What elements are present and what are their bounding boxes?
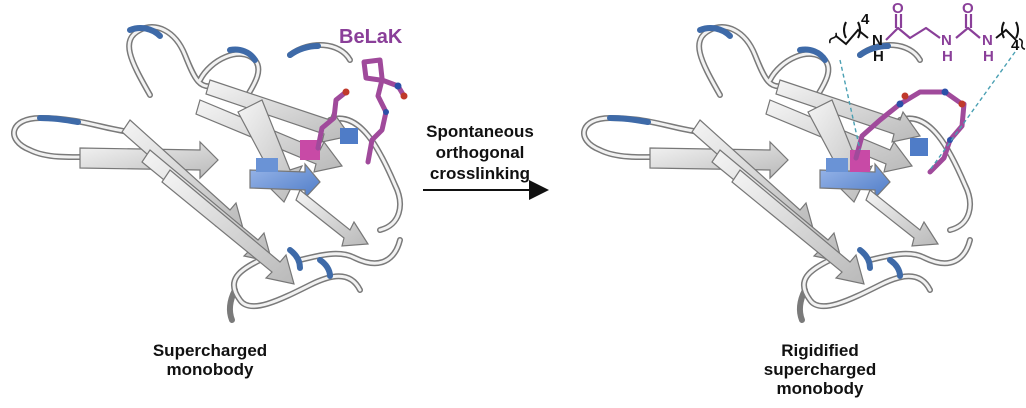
wavy-bond-left <box>829 32 837 44</box>
atom-h-middle: H <box>942 48 953 65</box>
left-belak-residue <box>315 57 407 165</box>
left-belak-heteroatoms <box>342 82 408 115</box>
atom-o-left: O <box>892 0 904 17</box>
repeat-count-left: 4 <box>861 11 870 28</box>
repeat-count-right: 4 <box>1011 37 1020 54</box>
atom-h-right: H <box>983 48 994 65</box>
left-linker-anchor-sites <box>256 128 358 172</box>
atom-n-left: N <box>872 32 883 49</box>
right-crosslink-heteroatoms <box>896 88 966 143</box>
atom-o-right: O <box>962 0 974 17</box>
atom-n-middle: N <box>941 32 952 49</box>
atom-n-right: N <box>982 32 993 49</box>
right-protein-structure <box>581 24 973 323</box>
atom-h-left: H <box>873 48 884 65</box>
reaction-label: Spontaneous orthogonal crosslinking <box>426 122 534 183</box>
start-protein-label: Supercharged monobody <box>152 341 268 379</box>
belak-label: BeLaK <box>339 26 403 48</box>
wavy-bond-right <box>1018 38 1026 50</box>
product-protein-label: Rigidified supercharged monobody <box>763 341 877 398</box>
left-charged-residues <box>37 25 333 279</box>
left-protein-structure <box>11 24 403 323</box>
crosslink-chemical-structure <box>829 14 1026 50</box>
dashed-guide-lines <box>839 51 1016 171</box>
